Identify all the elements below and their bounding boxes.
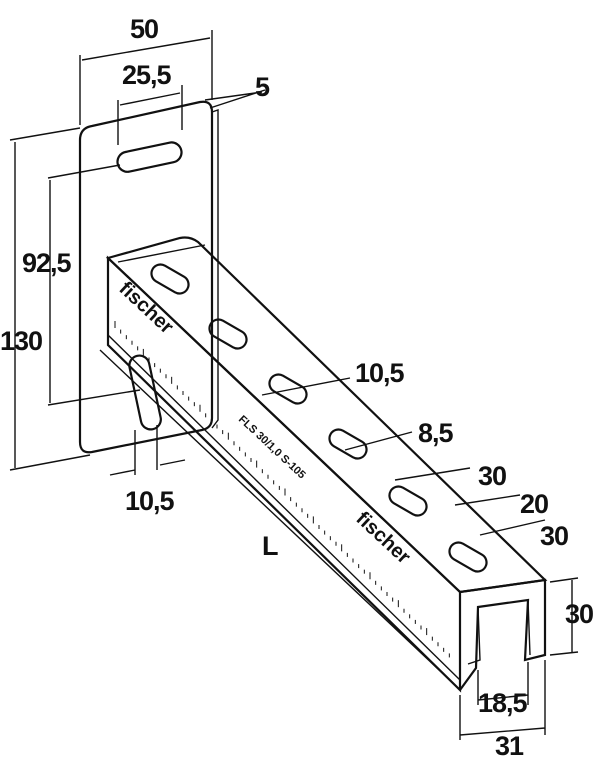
dim-plate-width: 50 <box>130 14 158 44</box>
wall-plate <box>78 100 214 454</box>
dim-slot-pitch-b: 30 <box>540 521 568 551</box>
dim-profile-opening: 18,5 <box>478 688 528 718</box>
dim-channel-slot-width: 10,5 <box>355 358 405 388</box>
dimension-lines <box>9 30 579 740</box>
scale-ticks <box>114 321 450 658</box>
dim-slot-length: 20 <box>520 489 548 519</box>
dim-length: L <box>262 531 278 561</box>
profile-inner-lip <box>467 599 531 665</box>
channel-bottom-edge <box>107 334 461 681</box>
dim-slot-height: 92,5 <box>22 248 72 278</box>
channel-slots <box>150 263 488 573</box>
dim-plate-height: 130 <box>0 326 42 356</box>
plate-top-slot <box>116 141 183 173</box>
plate-thickness-edge <box>211 109 219 429</box>
dim-slot-pitch-a: 30 <box>478 461 506 491</box>
channel-top-ridge <box>117 244 206 263</box>
dim-plate-slot-width: 10,5 <box>125 486 175 516</box>
dim-profile-height: 30 <box>565 599 593 629</box>
dim-plate-thickness: 5 <box>255 72 270 102</box>
fischer-logo-2: fischer <box>352 508 415 569</box>
fischer-logo-1: fischer <box>115 278 178 339</box>
dim-slot-spacing: 25,5 <box>122 60 172 90</box>
channel-end-profile <box>459 578 547 691</box>
dim-channel-slot-height: 8,5 <box>418 418 454 448</box>
dim-profile-width: 31 <box>495 731 524 760</box>
channel-top-face <box>105 236 548 594</box>
